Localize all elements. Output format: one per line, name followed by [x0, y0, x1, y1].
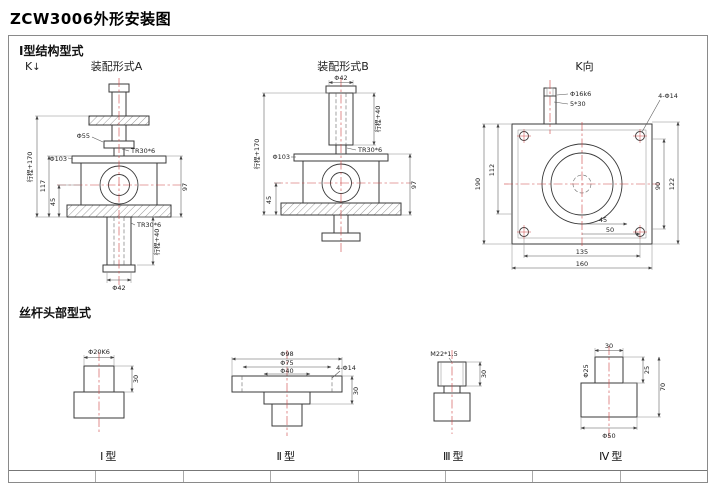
dim-phi20k6: Φ20K6 [88, 348, 110, 356]
dim-4-phi14: 4-Φ14 [658, 92, 678, 100]
dim-m22: M22*1.5 [431, 350, 458, 358]
dim-50: 50 [606, 226, 614, 234]
dim-45: 45 [265, 196, 273, 204]
dim-117: 117 [39, 180, 47, 192]
dim-stroke-170: 行程+170 [252, 139, 261, 170]
dim-stroke-170: 行程+170 [25, 152, 34, 183]
dim-30: 30 [352, 387, 360, 395]
dim-190: 190 [474, 178, 482, 190]
head-type-1: Φ20K6 30 Ⅰ型 [39, 346, 179, 470]
title-block [9, 470, 707, 482]
title-block-cell [96, 471, 184, 482]
dim-122: 122 [668, 178, 676, 190]
view-direction-marker: K↓ [25, 59, 41, 75]
dim-tr30-bottom: TR30*6 [136, 221, 161, 229]
dim-key-5x30: 5*30 [570, 100, 586, 108]
dim-70: 70 [659, 383, 667, 391]
page-title: ZCW3006外形安装图 [10, 10, 172, 28]
head-type-1-drawing: Φ20K6 30 [73, 348, 140, 432]
view-a-dimensions: Φ55 TR30*6 Φ103 行程+170 117 [25, 115, 189, 292]
view-k-centerlines [504, 80, 660, 246]
dim-phi16k6: Φ16k6 [570, 90, 591, 98]
view-b-dimensions: Φ42 行程+40 TR30*6 Φ103 行程+170 [252, 74, 418, 216]
title-block-cell [359, 471, 446, 482]
dim-97: 97 [410, 181, 418, 189]
dim-90: 90 [654, 182, 662, 190]
head-type-4: 30 Φ25 25 70 Φ50 Ⅳ型 [547, 341, 677, 470]
dim-30: 30 [480, 370, 488, 378]
screw-head-types-row: Φ20K6 30 Ⅰ型 [17, 321, 699, 470]
view-k-geometry [511, 87, 653, 245]
dim-tr30-top: TR30*6 [130, 147, 155, 155]
head-type-4-label: Ⅳ型 [599, 450, 625, 463]
drawing-frame: Ⅰ型结构型式 K↓ 装配形式A [8, 35, 708, 483]
head-3-dimensions: M22*1.5 30 [431, 350, 488, 387]
title-block-cell [621, 471, 707, 482]
head-type-2-drawing: Φ98 Φ75 Φ40 4-Φ14 30 [231, 350, 360, 436]
title-block-cell [533, 471, 621, 482]
view-k-drawing: Φ16k6 5*30 4-Φ14 190 112 [474, 80, 680, 270]
dim-30: 30 [132, 375, 140, 383]
dim-stroke-40: 行程+40 [373, 106, 382, 133]
dim-phi25: Φ25 [582, 364, 590, 377]
head-type-2-label: Ⅱ型 [276, 450, 297, 463]
title-block-cell [9, 471, 97, 482]
view-b-drawing: Φ42 行程+40 TR30*6 Φ103 行程+170 [252, 74, 418, 254]
dim-112: 112 [488, 164, 496, 176]
view-k-header: K向 [472, 59, 697, 74]
structure-views-row: K↓ 装配形式A [17, 59, 699, 302]
dim-160: 160 [576, 260, 588, 268]
view-k-label: K向 [575, 60, 594, 73]
view-k: K向 [472, 59, 697, 302]
view-b: 装配形式B [246, 59, 441, 302]
head-type-4-drawing: 30 Φ25 25 70 Φ50 [580, 342, 667, 440]
dim-phi75: Φ75 [280, 359, 293, 367]
head-type-1-label: Ⅰ型 [100, 450, 119, 463]
view-b-header: 装配形式B [246, 59, 441, 74]
title-block-cell [271, 471, 359, 482]
title-block-cell [184, 471, 272, 482]
view-k-dimensions: Φ16k6 5*30 4-Φ14 190 112 [474, 90, 680, 270]
section-structure-heading: Ⅰ型结构型式 [19, 44, 84, 58]
head-1-dimensions: Φ20K6 30 [83, 348, 140, 393]
down-arrow-icon: ↓ [32, 62, 41, 73]
head-type-3: M22*1.5 30 Ⅲ型 [394, 346, 514, 470]
title-block-cell [446, 471, 534, 482]
view-b-label: 装配形式B [317, 60, 369, 73]
section-heads-heading: 丝杆头部型式 [19, 306, 92, 320]
dim-135: 135 [576, 248, 588, 256]
head-type-3-drawing: M22*1.5 30 [431, 350, 488, 434]
dim-phi55: Φ55 [77, 132, 90, 140]
dim-45: 45 [599, 216, 607, 224]
dim-phi40: Φ40 [280, 367, 293, 375]
dim-phi50: Φ50 [602, 432, 615, 440]
dim-phi103: Φ103 [272, 153, 290, 161]
dim-30: 30 [605, 342, 613, 350]
view-a-label: 装配形式A [90, 60, 143, 73]
dim-phi98: Φ98 [280, 350, 293, 358]
dim-25: 25 [643, 366, 651, 374]
dim-tr30: TR30*6 [357, 146, 382, 154]
head-type-2: Φ98 Φ75 Φ40 4-Φ14 30 Ⅱ型 [212, 346, 362, 470]
view-a: K↓ 装配形式A [19, 59, 214, 302]
view-a-header: K↓ 装配形式A [19, 59, 214, 74]
view-a-drawing: Φ55 TR30*6 Φ103 行程+170 117 [25, 78, 189, 292]
head-4-dimensions: 30 Φ25 25 70 Φ50 [580, 342, 667, 440]
head-type-3-label: Ⅲ型 [442, 450, 466, 463]
dim-4-phi14: 4-Φ14 [336, 364, 356, 372]
dim-phi42: Φ42 [112, 284, 125, 292]
dim-phi103: Φ103 [49, 155, 67, 163]
dim-stroke-40: 行程+40 [152, 229, 161, 256]
dim-97: 97 [181, 183, 189, 191]
head-2-dimensions: Φ98 Φ75 Φ40 4-Φ14 30 [231, 350, 360, 405]
view-direction-letter: K [25, 60, 33, 73]
dim-phi42: Φ42 [334, 74, 347, 82]
dim-45: 45 [49, 198, 57, 206]
view-b-centerlines [273, 78, 411, 254]
